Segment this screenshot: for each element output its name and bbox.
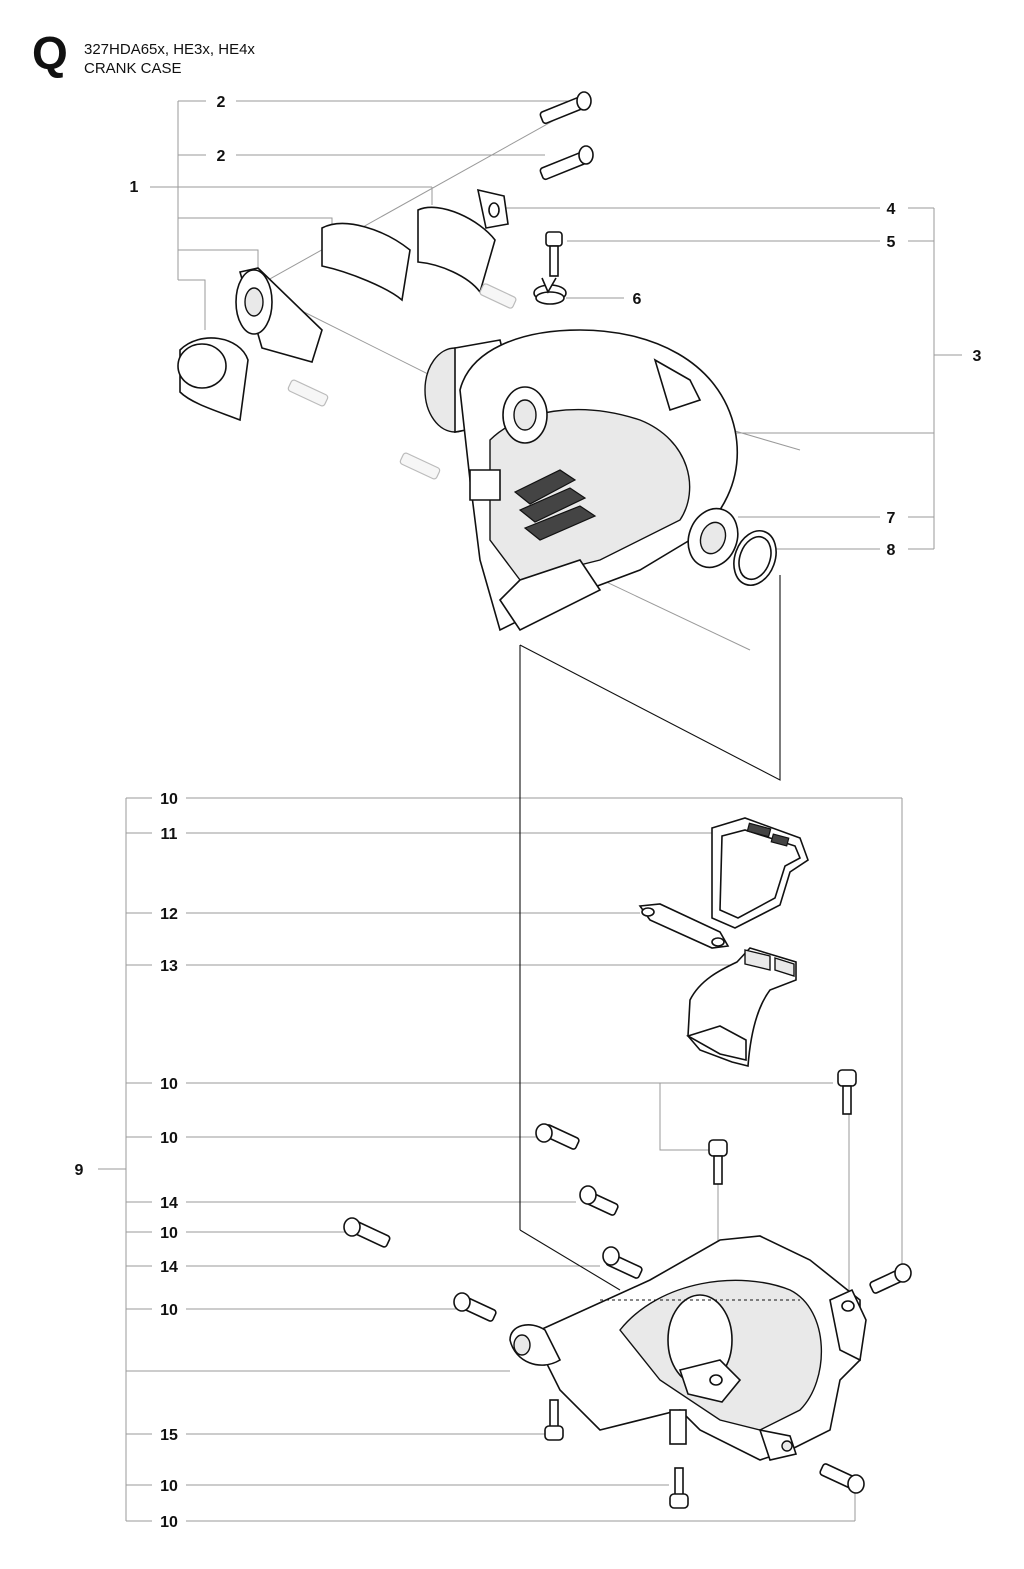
callout-4: 4	[887, 201, 896, 218]
screw-icon	[602, 1246, 643, 1279]
callout-10: 10	[160, 1302, 178, 1319]
bearing-shell-icon	[685, 947, 797, 1068]
callout-10: 10	[160, 1076, 178, 1093]
callout-13: 13	[160, 958, 178, 975]
leader-lines	[98, 100, 962, 1522]
screw-icon	[539, 91, 592, 125]
callout-10: 10	[160, 1514, 178, 1531]
screw-icon	[343, 1217, 391, 1248]
bearing-icon	[687, 507, 739, 569]
callout-10: 10	[160, 1478, 178, 1495]
model-line: 327HDA65x, HE3x, HE4x	[84, 41, 255, 58]
bearing-shell-icon	[321, 206, 496, 302]
callout-14: 14	[160, 1195, 178, 1212]
callout-2: 2	[217, 148, 226, 165]
screw-icon	[869, 1263, 912, 1294]
screw-icon	[669, 1467, 689, 1509]
screw-icon	[535, 1123, 580, 1150]
callout-6: 6	[633, 291, 642, 308]
bearing-shell-icon	[177, 337, 249, 422]
screw-icon	[837, 1069, 857, 1115]
crank-cylinder-icon	[235, 267, 323, 363]
crank-case-body-icon	[424, 329, 739, 632]
screw-icon	[819, 1463, 865, 1494]
callout-1: 1	[130, 179, 139, 196]
callout-5: 5	[887, 234, 896, 251]
callout-2: 2	[217, 94, 226, 111]
callout-3: 3	[973, 348, 982, 365]
screw-icon	[544, 1399, 564, 1441]
top-crankcase-assembly	[177, 91, 801, 1230]
bottom-crankcase-assembly	[343, 817, 912, 1509]
callout-10: 10	[160, 791, 178, 808]
screw-icon	[579, 1185, 619, 1216]
gasket-icon	[711, 817, 809, 929]
callout-7: 7	[887, 510, 896, 527]
callout-10: 10	[160, 1130, 178, 1147]
screw-icon	[453, 1292, 497, 1322]
screw-icon	[545, 231, 563, 277]
callout-labels: 1 2 2 3 4 5 6 7 8 9 10 11 12 13 10 10 14…	[75, 94, 982, 1531]
seal-strip-icon	[638, 903, 730, 949]
section-letter: Q	[32, 27, 68, 79]
callout-15: 15	[160, 1427, 178, 1444]
screw-icon	[539, 145, 594, 181]
lower-crank-case-icon	[509, 1235, 867, 1461]
page-title: CRANK CASE	[84, 60, 182, 77]
callout-8: 8	[887, 542, 896, 559]
callout-14: 14	[160, 1259, 178, 1276]
callout-12: 12	[160, 906, 178, 923]
callout-9: 9	[75, 1162, 84, 1179]
callout-11: 11	[161, 826, 178, 843]
callout-10: 10	[160, 1225, 178, 1242]
screw-icon	[708, 1139, 728, 1185]
circlip-icon	[733, 530, 777, 586]
spring-clip-icon	[533, 277, 567, 305]
